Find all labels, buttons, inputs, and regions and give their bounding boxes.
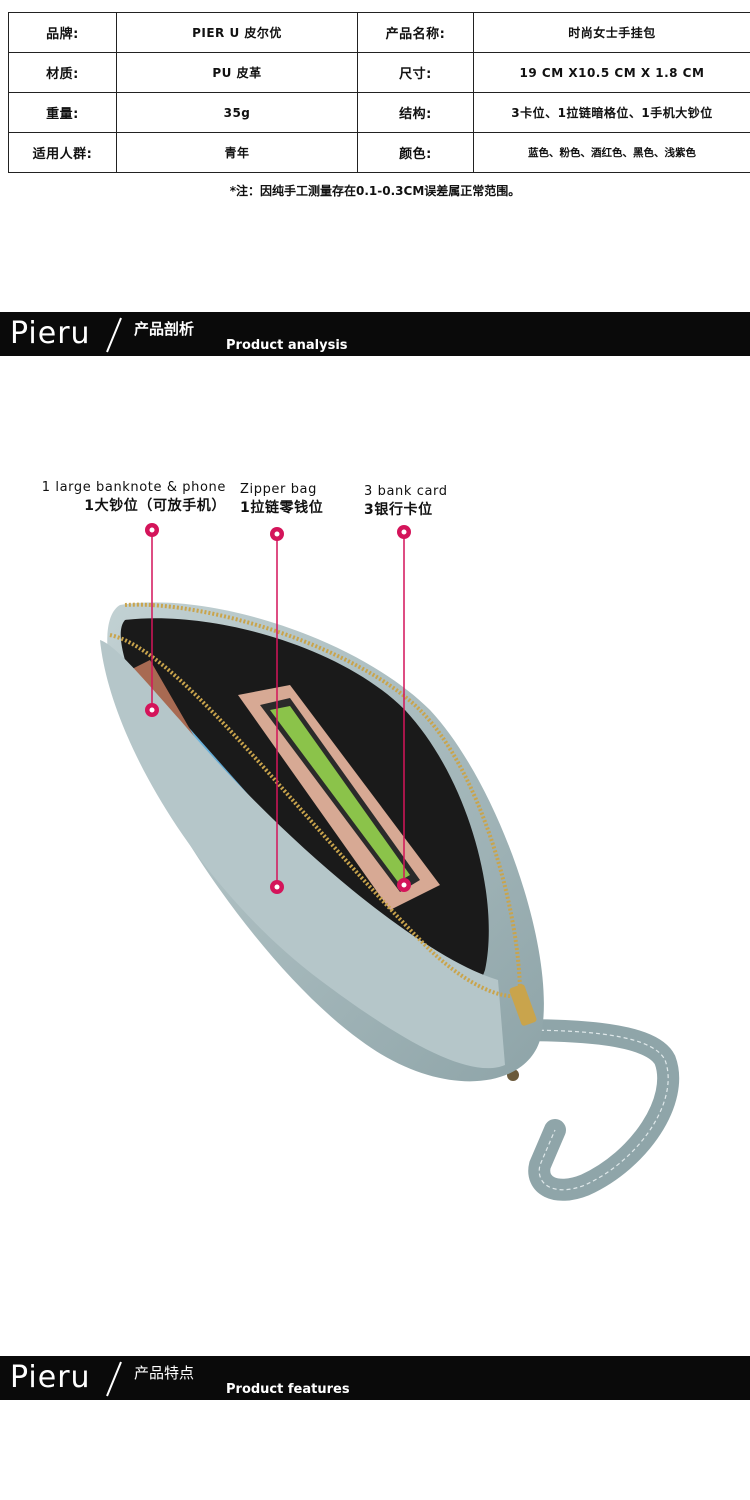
callout-bank-card: 3 bank card 3银行卡位 xyxy=(364,482,448,520)
table-row: 重量: 35g 结构: 3卡位、1拉链暗格位、1手机大钞位 xyxy=(8,92,750,133)
spec-label: 产品名称: xyxy=(357,12,474,53)
bank-card xyxy=(270,706,410,882)
spec-label: 品牌: xyxy=(8,12,117,53)
callout-en: 1 large banknote & phone xyxy=(41,480,226,495)
zipper-pull xyxy=(509,984,537,1026)
spec-value: PU 皮革 xyxy=(116,52,358,93)
spec-value: 青年 xyxy=(116,132,358,173)
spec-value: 时尚女士手挂包 xyxy=(473,12,750,53)
product-illustration xyxy=(100,523,680,1201)
table-row: 品牌: PIER U 皮尔优 产品名称: 时尚女士手挂包 xyxy=(8,12,750,53)
section-title-cn: 产品特点 xyxy=(134,1364,195,1382)
brand-logo: Pieru xyxy=(10,316,91,351)
spec-value: 3卡位、1拉链暗格位、1手机大钞位 xyxy=(473,92,750,133)
section-banner-features: Pieru 产品特点 Product features xyxy=(0,1356,750,1400)
zipper xyxy=(109,633,521,998)
spec-value: 19 CM X10.5 CM X 1.8 CM xyxy=(473,52,750,93)
spec-label: 重量: xyxy=(8,92,117,133)
slash-divider-icon xyxy=(106,1361,122,1397)
callout-cn: 1拉链零钱位 xyxy=(240,500,324,516)
spec-label: 尺寸: xyxy=(357,52,474,93)
brand-logo: Pieru xyxy=(10,1360,91,1395)
callout-cn: 1大钞位（可放手机） xyxy=(84,498,226,514)
spec-value: 蓝色、粉色、酒红色、黑色、浅紫色 xyxy=(473,132,750,173)
callout-marker-2 xyxy=(270,527,284,894)
spec-label: 结构: xyxy=(357,92,474,133)
spec-value: PIER U 皮尔优 xyxy=(116,12,358,53)
spec-table: 品牌: PIER U 皮尔优 产品名称: 时尚女士手挂包 材质: PU 皮革 尺… xyxy=(8,12,750,173)
spec-label: 材质: xyxy=(8,52,117,93)
callout-marker-3 xyxy=(397,525,411,892)
section-banner-analysis: Pieru 产品剖析 Product analysis xyxy=(0,312,750,356)
section-title-en: Product features xyxy=(226,1382,350,1397)
callout-zipper-bag: Zipper bag 1拉链零钱位 xyxy=(240,480,323,518)
slash-divider-icon xyxy=(106,317,122,353)
bag-front-panel xyxy=(100,640,505,1069)
spec-note: *注：因纯手工测量存在0.1-0.3CM误差属正常范围。 xyxy=(229,184,521,198)
section-title-en: Product analysis xyxy=(226,338,348,353)
table-row: 适用人群: 青年 颜色: 蓝色、粉色、酒红色、黑色、浅紫色 xyxy=(8,132,750,173)
callout-en: Zipper bag xyxy=(240,482,317,497)
spec-value: 35g xyxy=(116,92,358,133)
callout-cn: 3银行卡位 xyxy=(364,502,433,518)
callout-large-banknote: 1 large banknote & phone 1大钞位（可放手机） xyxy=(22,478,226,516)
callout-marker-1 xyxy=(145,523,159,717)
section-title-cn: 产品剖析 xyxy=(134,320,195,338)
spec-label: 颜色: xyxy=(357,132,474,173)
spec-label: 适用人群: xyxy=(8,132,117,173)
callout-en: 3 bank card xyxy=(364,484,448,499)
table-row: 材质: PU 皮革 尺寸: 19 CM X10.5 CM X 1.8 CM xyxy=(8,52,750,93)
